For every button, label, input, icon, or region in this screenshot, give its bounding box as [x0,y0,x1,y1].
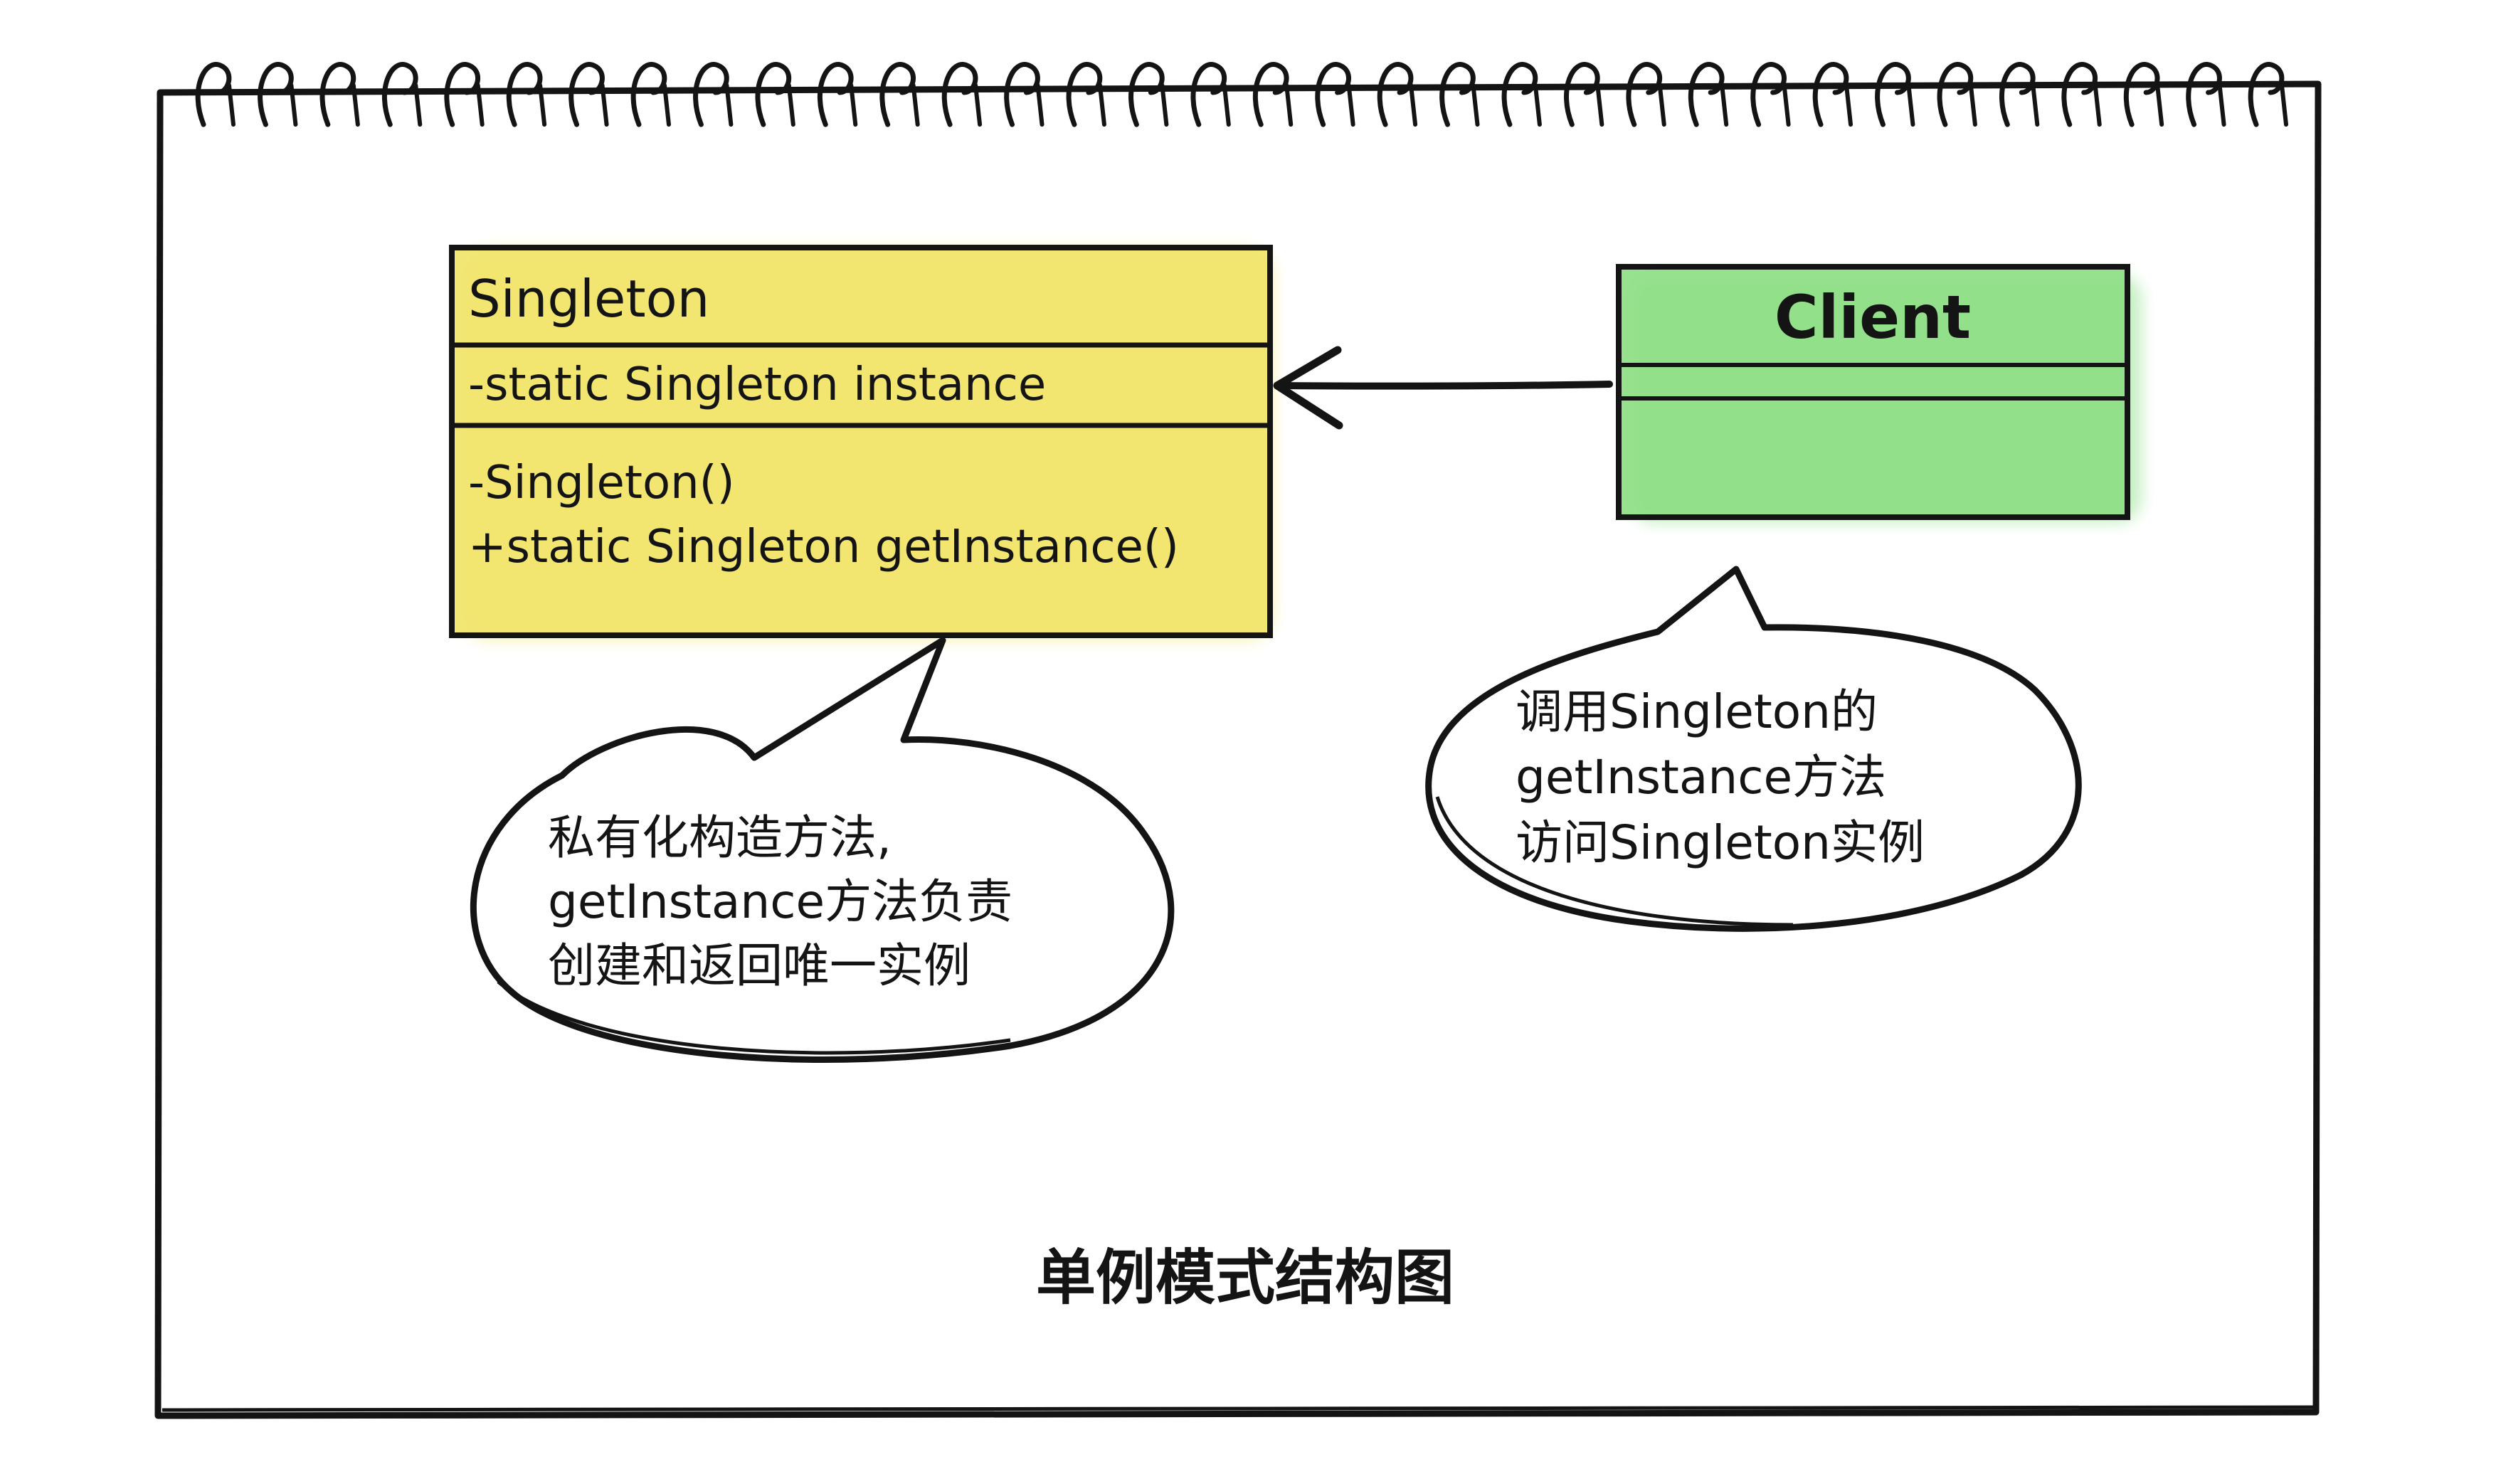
spiral-ring-tail [1222,83,1231,127]
spiral-ring-tail [1844,83,1854,127]
spiral-ring [1252,62,1289,127]
dependency-arrow [1273,346,1613,430]
singleton-note-line-1: 私有化构造方法, [548,810,892,865]
spiral-ring [506,62,543,127]
spiral-ring-tail [724,83,734,127]
spiral-ring-tail [2093,83,2102,127]
spiral-ring [941,62,978,127]
spiral-ring-tail [973,83,983,127]
spiral-ring [755,62,792,127]
spiral-ring [2123,62,2160,127]
spiral-ring-tail [1097,83,1106,127]
spiral-ring [2186,62,2222,127]
spiral-ring-tail [1595,83,1604,127]
spiral-ring-tail [289,83,298,127]
spiral-ring [1999,62,2036,127]
spiral-ring [2248,62,2285,127]
spiral-ring [630,62,667,127]
client-note-bubble: 调用Singleton的 getInstance方法 访问Singleton实例 [1425,566,2082,932]
spiral-ring-tail [1968,83,1977,127]
spiral-ring-tail [351,83,360,127]
spiral-ring-tail [1657,83,1666,127]
spiral-ring [1190,62,1227,127]
spiral-ring-tail [1346,83,1355,127]
spiral-ring-tail [1906,83,1915,127]
diagram-caption: 单例模式结构图 [1036,1243,1454,1313]
spiral-ring [1128,62,1165,127]
spiral-ring-tail [849,83,858,127]
spiral-ring [693,62,729,127]
spiral-ring-tail [1160,83,1169,127]
singleton-class-box: Singleton -static Singleton instance -Si… [449,245,1274,640]
spiral-ring-tail [227,83,236,127]
spiral-ring [879,62,916,127]
spiral-ring [258,62,294,127]
spiral-ring-tail [1284,83,1294,127]
spiral-binding [195,62,2288,127]
spiral-ring [1066,62,1103,127]
spiral-ring [444,62,481,127]
client-class-box: Client [1616,264,2142,523]
spiral-ring [319,62,356,127]
spiral-ring-tail [2031,83,2040,127]
spiral-ring [1315,62,1351,127]
singleton-method-getinstance: +static Singleton getInstance() [468,521,1179,573]
spiral-ring [1564,62,1600,127]
client-note-line-3: 访问Singleton实例 [1516,815,1925,870]
spiral-ring [569,62,605,127]
spiral-ring-tail [1035,83,1045,127]
spiral-ring-tail [1720,83,1729,127]
spiral-ring [195,62,232,127]
singleton-note-line-2: getInstance方法负责 [548,874,1012,929]
arrow-head [1273,346,1343,430]
spiral-ring-tail [1409,83,1418,127]
spiral-ring [1439,62,1476,127]
spiral-ring-tail [1471,83,1480,127]
spiral-ring-tail [2280,83,2288,127]
singleton-note-bubble: 私有化构造方法, getInstance方法负责 创建和返回唯一实例 [470,637,1175,1063]
singleton-method-constructor: -Singleton() [468,457,735,509]
spiral-ring-tail [2155,83,2164,127]
spiral-ring [1004,62,1040,127]
spiral-ring [1812,62,1849,127]
spiral-ring-tail [2217,83,2226,127]
client-class-name: Client [1775,282,1971,352]
spiral-ring-tail [475,83,485,127]
spiral-ring [2061,62,2098,127]
spiral-ring [817,62,854,127]
spiral-ring [1377,62,1414,127]
spiral-ring-tail [600,83,609,127]
spiral-ring-tail [538,83,547,127]
spiral-ring [1688,62,1725,127]
spiral-ring-tail [1782,83,1791,127]
spiral-ring [1937,62,1974,127]
spiral-ring [1501,62,1538,127]
client-note-line-1: 调用Singleton的 [1516,684,1878,739]
spiral-ring [381,62,418,127]
spiral-ring-tail [662,83,671,127]
singleton-class-name: Singleton [468,269,709,329]
singleton-attribute: -static Singleton instance [468,359,1046,411]
spiral-ring-tail [911,83,920,127]
client-note-line-2: getInstance方法 [1516,750,1886,805]
spiral-ring [1626,62,1663,127]
singleton-note-line-3: 创建和返回唯一实例 [548,938,971,993]
spiral-ring-tail [413,83,423,127]
spiral-ring-tail [1533,83,1542,127]
spiral-ring-tail [786,83,795,127]
spiral-ring [1875,62,1911,127]
spiral-ring [1750,62,1787,127]
